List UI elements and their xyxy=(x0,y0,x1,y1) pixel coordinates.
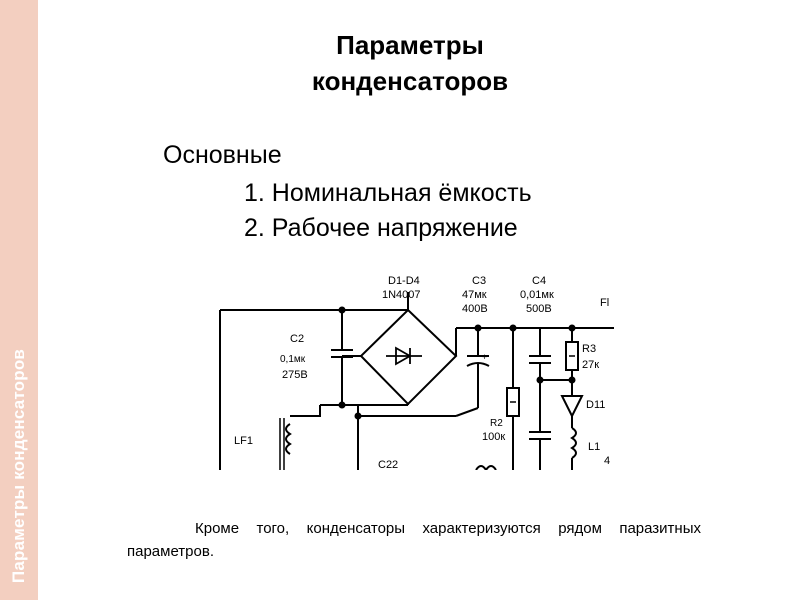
label-r2: R2 xyxy=(490,418,503,429)
list-item: 1. Номинальная ёмкость xyxy=(244,179,532,207)
junction-dot xyxy=(509,324,517,332)
label-c4-value2: 500В xyxy=(526,303,552,315)
label-r3: R3 xyxy=(582,343,596,355)
circuit-schematic: D1-D4 1N4007 C3 47мк 400В C4 0,01мк 500В… xyxy=(219,275,614,470)
label-fl: Fl xyxy=(600,297,609,309)
junction-dot xyxy=(474,324,482,332)
footer-text: Кроме того, конденсаторы характеризуются… xyxy=(127,520,701,560)
junction-dot xyxy=(338,306,346,314)
label-l1-value: 4 xyxy=(604,455,610,467)
label-c2: C2 xyxy=(290,333,304,345)
label-c2-value1: 0,1мк xyxy=(280,354,306,365)
l1-coil xyxy=(570,427,577,459)
label-l1: L1 xyxy=(588,441,600,453)
junction-dot xyxy=(536,376,544,384)
label-lf1: LF1 xyxy=(234,435,253,447)
label-c3: C3 xyxy=(472,275,486,287)
label-r3-value: 27к xyxy=(582,359,599,371)
c3-plus-sign: + xyxy=(482,352,487,362)
sidebar: Параметры конденсаторов xyxy=(0,0,38,600)
label-d1: D1-D4 xyxy=(388,275,420,287)
title-line-1: Параметры xyxy=(336,30,484,60)
transformer-wire xyxy=(290,405,321,417)
label-c3-value1: 47мк xyxy=(462,289,487,301)
label-d1-value: 1N4007 xyxy=(382,289,421,301)
label-c22: C22 xyxy=(378,459,398,470)
label-c4: C4 xyxy=(532,275,546,287)
sidebar-title: Параметры конденсаторов xyxy=(9,348,28,584)
c3-plate-bottom xyxy=(466,362,490,367)
title-line-2: конденсаторов xyxy=(311,66,509,96)
label-c3-value2: 400В xyxy=(462,303,488,315)
label-r2-value: 100к xyxy=(482,431,505,443)
junction-dot xyxy=(568,324,576,332)
d11-diode xyxy=(560,395,584,419)
label-c2-value2: 275В xyxy=(282,369,308,381)
list-item: 2. Рабочее напряжение xyxy=(244,214,518,242)
parameter-list: 1. Номинальная ёмкость 2. Рабочее напряж… xyxy=(244,176,532,246)
junction-dot xyxy=(354,412,362,420)
c22-coil xyxy=(475,465,497,470)
slide-title: Параметры конденсаторов xyxy=(180,27,640,99)
label-d11: D11 xyxy=(586,399,605,411)
junction-dot xyxy=(338,401,346,409)
label-c4-value1: 0,01мк xyxy=(520,289,554,301)
lf1-coil xyxy=(285,423,292,455)
section-heading: Основные xyxy=(163,141,282,169)
junction-dot xyxy=(568,376,576,384)
